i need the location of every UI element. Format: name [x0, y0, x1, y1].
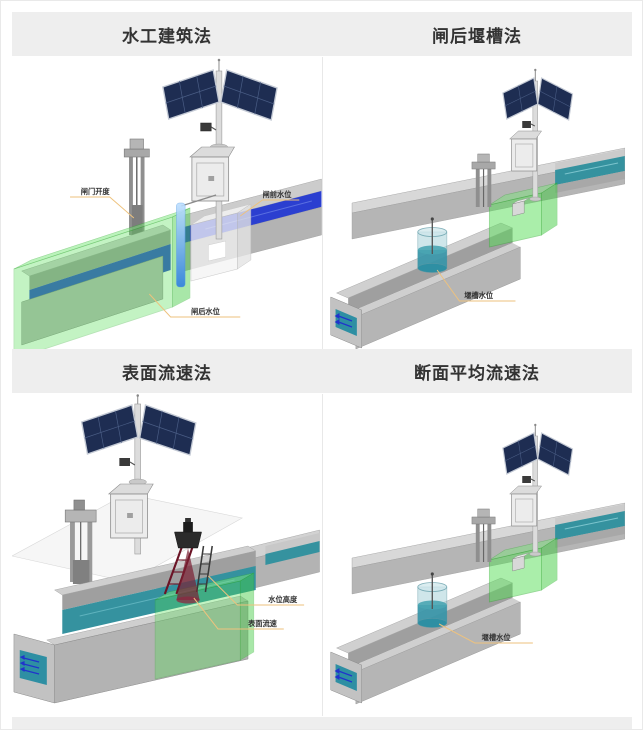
green-highlight-box [488, 537, 557, 603]
panel-title-section-mean-velocity: 断面平均流速法 [414, 363, 540, 383]
label-weir-level: 堰槽水位 [481, 633, 511, 642]
diagram-panel-surface-velocity: 水位高度 表面流速 [12, 394, 322, 716]
flume-scene [329, 423, 625, 705]
main-channel [13, 545, 257, 704]
camera-icon [119, 458, 136, 466]
pole-collar [528, 196, 541, 202]
stilling-well-cylinder [416, 572, 447, 628]
green-highlight-channel [13, 207, 191, 349]
monitoring-pole [501, 423, 573, 557]
gate-hoist [123, 138, 150, 235]
diagram-section-mean-velocity: 堰槽水位 [329, 423, 625, 705]
diagram-row-2: 水位高度 表面流速 [12, 394, 632, 716]
radar-beam-cone [176, 548, 200, 600]
diagram-labels: 堰槽水位 [438, 623, 533, 644]
camera-icon [521, 121, 535, 128]
instrument-cabinet [508, 130, 542, 172]
leader-line [208, 575, 305, 606]
gate-hoist [471, 153, 495, 207]
label-weir-level: 堰槽水位 [464, 291, 494, 300]
monitoring-pole [162, 58, 278, 240]
header-row-2: 表面流速法 断面平均流速法 [12, 349, 632, 393]
leader-line [70, 196, 135, 219]
leader-line [148, 293, 241, 318]
solar-panel-icon [501, 77, 573, 121]
monitoring-pole [80, 394, 197, 555]
gate-hoist [64, 499, 97, 584]
instrument-cabinet [189, 146, 235, 202]
solar-panel-icon [80, 404, 197, 456]
panel-title-hydraulic-structure: 水工建筑法 [122, 26, 212, 46]
gate-hoist [471, 508, 495, 562]
diagram-hydraulic-structure: 闸门开度 闸前水位 闸后水位 [13, 58, 322, 349]
diagram-labels: 水位高度 表面流速 [193, 575, 305, 630]
diagram-row-1: 闸门开度 闸前水位 闸后水位 [12, 57, 632, 349]
monitoring-pole [501, 68, 573, 202]
camera-icon [200, 122, 217, 132]
next-section-header-strip [12, 717, 632, 729]
water-level-sensor-beam [176, 194, 217, 288]
column-divider [321, 57, 323, 349]
leader-line [438, 623, 533, 644]
green-highlight-box [488, 182, 557, 248]
diagram-post-gate-weir-flume: 堰槽水位 [329, 68, 625, 349]
leader-line [436, 269, 515, 302]
solar-panel-icon [162, 69, 278, 121]
label-gate-opening: 闸门开度 [81, 187, 111, 196]
label-surface-velocity: 表面流速 [247, 619, 278, 628]
leader-line [239, 199, 300, 217]
camera-icon [521, 476, 535, 483]
flume-scene [329, 68, 625, 349]
label-pre-gate-level: 闸前水位 [263, 190, 293, 199]
diagram-panel-section-mean-velocity: 堰槽水位 [322, 394, 632, 716]
column-divider [321, 394, 323, 716]
diagram-surface-velocity: 水位高度 表面流速 [12, 394, 320, 704]
diagram-panel-hydraulic-structure: 闸门开度 闸前水位 闸后水位 [12, 57, 322, 349]
leader-line [193, 597, 284, 630]
diagram-labels: 堰槽水位 [436, 269, 515, 302]
diagram-labels: 闸门开度 闸前水位 闸后水位 [70, 187, 300, 318]
label-water-height: 水位高度 [268, 595, 298, 604]
stilling-well-cylinder [416, 217, 447, 273]
solar-panel-icon [501, 432, 573, 476]
label-post-gate-level: 闸后水位 [191, 307, 221, 316]
diagram-panel-post-gate-weir-flume: 堰槽水位 [322, 57, 632, 349]
instrument-cabinet [508, 485, 542, 527]
instrument-cabinet [107, 483, 154, 539]
panel-title-surface-velocity: 表面流速法 [122, 363, 212, 383]
header-row-1: 水工建筑法 闸后堰槽法 [12, 12, 632, 56]
pole-collar [528, 551, 541, 557]
panel-title-post-gate-weir-flume: 闸后堰槽法 [432, 26, 522, 46]
